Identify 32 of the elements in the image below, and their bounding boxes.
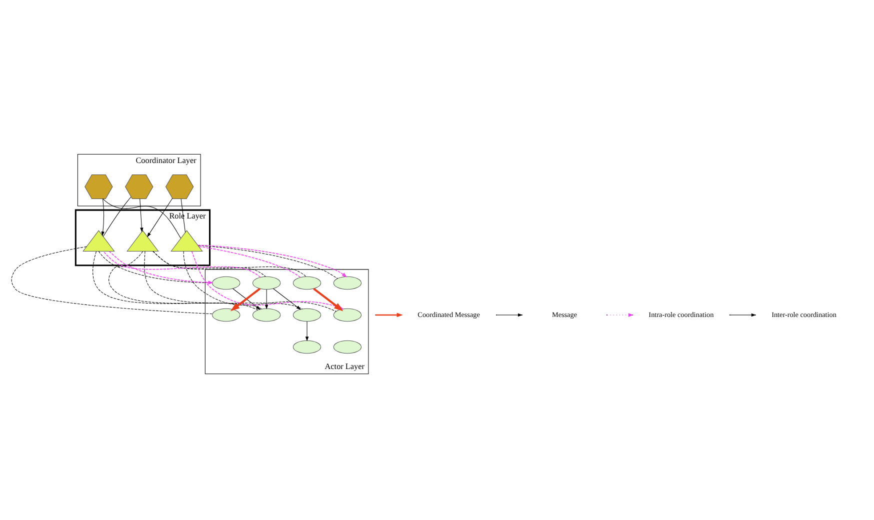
cluster: Role Layer [74,209,211,266]
cluster: Actor Layer [204,269,369,374]
node-triangle [126,230,159,252]
connector [11,246,213,314]
arrow [305,321,309,342]
arrow [147,198,173,238]
node-ellipse [292,276,322,290]
arrow [273,288,301,310]
node-hexagon [125,174,154,200]
node-ellipse [252,308,281,322]
connector [180,198,186,233]
arrow [264,289,268,310]
node-ellipse [252,276,281,290]
arrow [140,198,144,232]
node-ellipse [212,276,240,290]
connector [102,196,132,237]
node-ellipse [333,340,362,354]
node-hexagon [84,174,113,200]
node-ellipse [292,340,322,354]
node-triangle [170,230,203,252]
arrow [101,198,104,236]
connector [152,251,306,277]
node-ellipse [333,276,362,290]
node-hexagon [165,174,194,200]
node-ellipse [333,308,362,322]
connector [144,251,303,310]
connector [103,250,261,278]
cluster: Coordinator Layer [77,154,201,206]
connector [198,246,301,278]
connector [102,198,182,239]
node-ellipse [292,308,322,322]
node-ellipse [212,308,240,322]
